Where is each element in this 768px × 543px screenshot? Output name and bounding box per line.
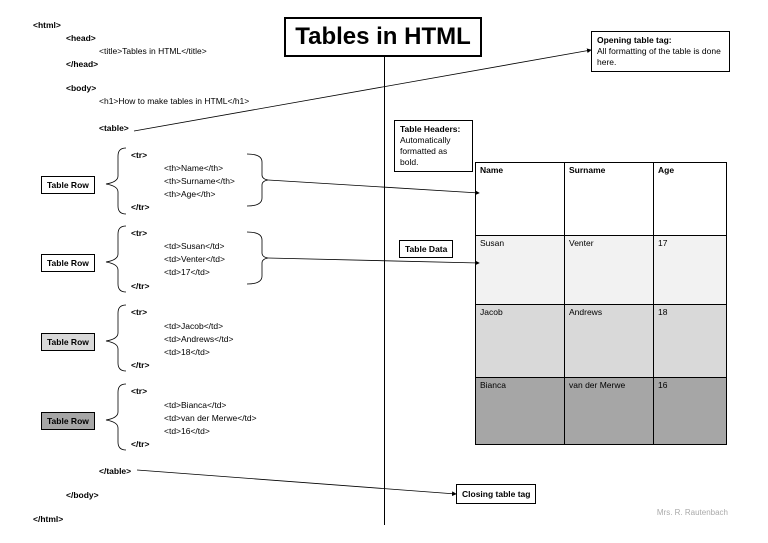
table-cell: Susan xyxy=(475,235,565,305)
left-brace xyxy=(105,147,127,215)
opening-tag-title: Opening table tag: xyxy=(597,35,672,45)
code-tr-open: <tr> xyxy=(131,150,148,160)
code-cell: <td>17</td> xyxy=(164,267,210,277)
code-head-open: <head> xyxy=(66,33,96,43)
table-cell: van der Merwe xyxy=(564,377,654,445)
table-row: Susan Venter 17 xyxy=(475,235,727,305)
code-tr-close: </tr> xyxy=(131,281,150,291)
code-cell: <td>Andrews</td> xyxy=(164,334,234,344)
code-table-open: <table> xyxy=(99,123,129,133)
opening-tag-callout: Opening table tag: All formatting of the… xyxy=(591,31,730,72)
code-title-line: <title>Tables in HTML</title> xyxy=(99,46,207,56)
table-headers-callout: Table Headers: Automatically formatted a… xyxy=(394,120,473,172)
code-tr-open: <tr> xyxy=(131,228,148,238)
code-cell: <td>18</td> xyxy=(164,347,210,357)
code-cell: <th>Name</th> xyxy=(164,163,224,173)
table-row-label: Table Row xyxy=(41,254,95,272)
table-headers-title: Table Headers: xyxy=(400,124,461,134)
demo-table: Name Surname Age Susan Venter 17 Jacob A… xyxy=(475,162,727,445)
code-cell: <th>Age</th> xyxy=(164,189,216,199)
page-title: Tables in HTML xyxy=(284,17,482,57)
left-brace xyxy=(105,304,127,372)
table-cell: 17 xyxy=(653,235,727,305)
code-cell: <td>Venter</td> xyxy=(164,254,225,264)
code-tr-open: <tr> xyxy=(131,386,148,396)
table-headers-text: Automatically formatted as bold. xyxy=(400,135,451,167)
code-tr-close: </tr> xyxy=(131,202,150,212)
author-signature: Mrs. R. Rautenbach xyxy=(656,508,728,517)
code-table-close: </table> xyxy=(99,466,132,476)
table-row: Bianca van der Merwe 16 xyxy=(475,377,727,445)
left-brace xyxy=(105,225,127,293)
code-body-close: </body> xyxy=(66,490,99,500)
code-body-open: <body> xyxy=(66,83,97,93)
code-html-open: <html> xyxy=(33,20,61,30)
code-tr-close: </tr> xyxy=(131,439,150,449)
table-row-label: Table Row xyxy=(41,333,95,351)
arrow-table-headers xyxy=(267,179,480,196)
table-row-label: Table Row xyxy=(41,412,95,430)
table-cell: 16 xyxy=(653,377,727,445)
table-row-label: Table Row xyxy=(41,176,95,194)
code-tr-close: </tr> xyxy=(131,360,150,370)
table-cell: 18 xyxy=(653,304,727,378)
code-head-close: </head> xyxy=(66,59,99,69)
code-h1-line: <h1>How to make tables in HTML</h1> xyxy=(99,96,250,106)
divider-line xyxy=(384,55,385,525)
code-cell: <th>Surname</th> xyxy=(164,176,235,186)
code-cell: <td>van der Merwe</td> xyxy=(164,413,257,423)
table-header-cell: Surname xyxy=(564,162,654,236)
arrow-table-data xyxy=(267,257,480,266)
table-cell: Andrews xyxy=(564,304,654,378)
right-brace xyxy=(246,231,269,285)
table-cell: Jacob xyxy=(475,304,565,378)
table-data-label: Table Data xyxy=(399,240,454,258)
opening-tag-text: All formatting of the table is done here… xyxy=(597,46,721,67)
table-header-cell: Age xyxy=(653,162,727,236)
table-cell: Venter xyxy=(564,235,654,305)
code-tr-open: <tr> xyxy=(131,307,148,317)
code-html-close: </html> xyxy=(33,514,64,524)
arrow-opening-tag xyxy=(133,48,592,132)
code-cell: <td>Susan</td> xyxy=(164,241,225,251)
table-row: Jacob Andrews 18 xyxy=(475,304,727,378)
left-brace xyxy=(105,383,127,451)
code-cell: <td>16</td> xyxy=(164,426,210,436)
table-row: Name Surname Age xyxy=(475,162,727,236)
code-cell: <td>Jacob</td> xyxy=(164,321,224,331)
arrow-closing-tag xyxy=(136,469,457,497)
right-brace xyxy=(246,153,269,207)
code-cell: <td>Bianca</td> xyxy=(164,400,227,410)
